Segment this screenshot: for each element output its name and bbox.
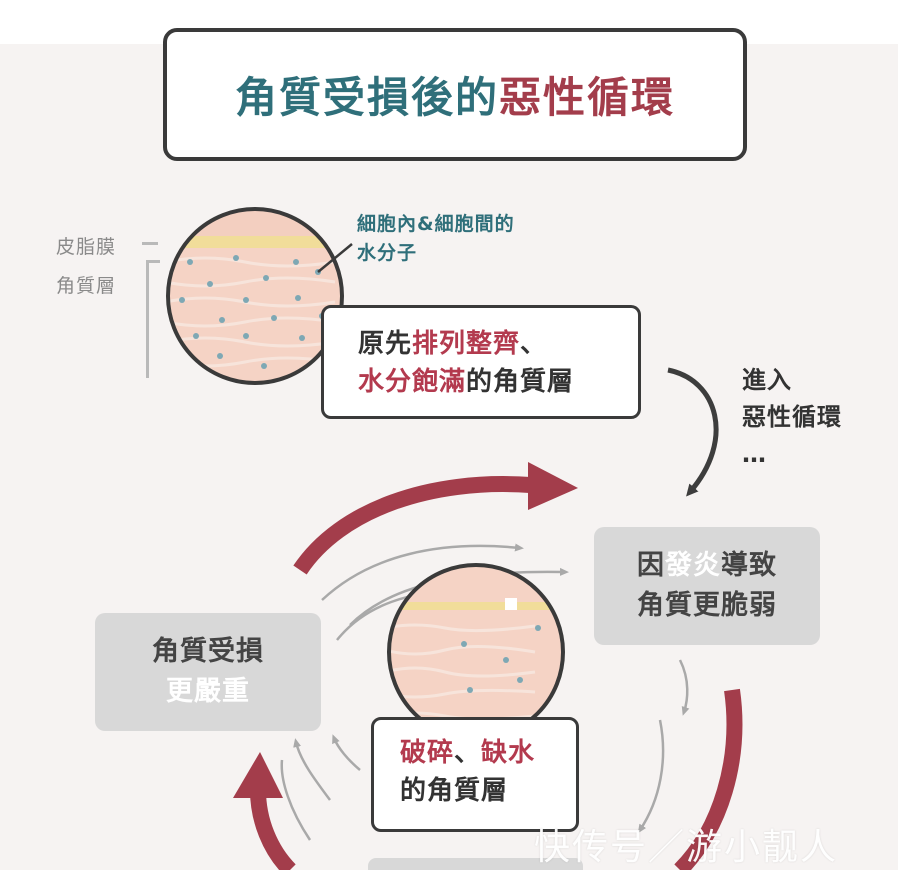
callout-leader-line [317,243,353,273]
stratum-label: 角質層 [56,275,117,297]
healthy-text-plain: 原先 [358,329,413,359]
enter-cycle-arrow [667,367,719,497]
healthy-text-highlight-2: 水分飽滿 [358,367,467,397]
callout-line1: 細胞內&細胞間的 [357,213,515,235]
damaged-box-line1: 破碎、缺水 [400,734,576,772]
damaged-text-comma: 、 [454,738,482,768]
enter-cycle-line1: 進入 [742,366,792,394]
worse-damage-box: 角質受損 更嚴重 [95,613,321,731]
inflammation-text-highlight: 發炎 [665,550,721,581]
healthy-stratum-box: 原先排列整齊、 水分飽滿的角質層 [321,305,641,419]
sebum-label: 皮脂膜 [56,236,117,258]
damaged-box-line2: 的角質層 [400,776,509,806]
healthy-skin-circle [166,207,344,385]
enter-cycle-line2: 惡性循環 [742,403,842,431]
healthy-box-line1: 原先排列整齊、 [358,325,638,363]
side-bracket [142,242,160,378]
healthy-text-comma: 、 [520,329,548,359]
damaged-stratum-box: 破碎、缺水 的角質層 [371,717,579,832]
red-cycle-arrows [250,476,743,870]
title-part2: 惡性循環 [499,73,676,122]
title-part1: 角質受損後的 [234,73,499,122]
healthy-text-highlight-1: 排列整齊 [412,329,521,359]
inflammation-text-a: 因 [637,550,665,581]
inflammation-line2: 角質更脆弱 [637,590,777,621]
bottom-gray-box [368,858,583,870]
red-arrowheads [233,462,578,798]
watermark: 快传号／游小靓人 [534,827,839,868]
enter-cycle-text: 進入 惡性循環 … [742,362,842,473]
inflammation-line1: 因發炎導致 [637,546,777,586]
healthy-text-end: 的角質層 [466,367,575,397]
damaged-text-highlight-a: 破碎 [400,738,455,768]
enter-cycle-line3: … [742,440,767,468]
worse-damage-line2: 更嚴重 [166,676,250,707]
water-molecule-callout: 細胞內&細胞間的 水分子 [357,210,515,268]
inflammation-box: 因發炎導致 角質更脆弱 [594,527,820,645]
inflammation-text-b: 導致 [721,550,777,581]
worse-damage-line1: 角質受損 [152,636,264,667]
healthy-box-line2: 水分飽滿的角質層 [358,363,638,401]
damaged-text-highlight-b: 缺水 [481,738,536,768]
callout-line2: 水分子 [357,242,418,264]
title-box: 角質受損後的惡性循環 [163,28,747,161]
